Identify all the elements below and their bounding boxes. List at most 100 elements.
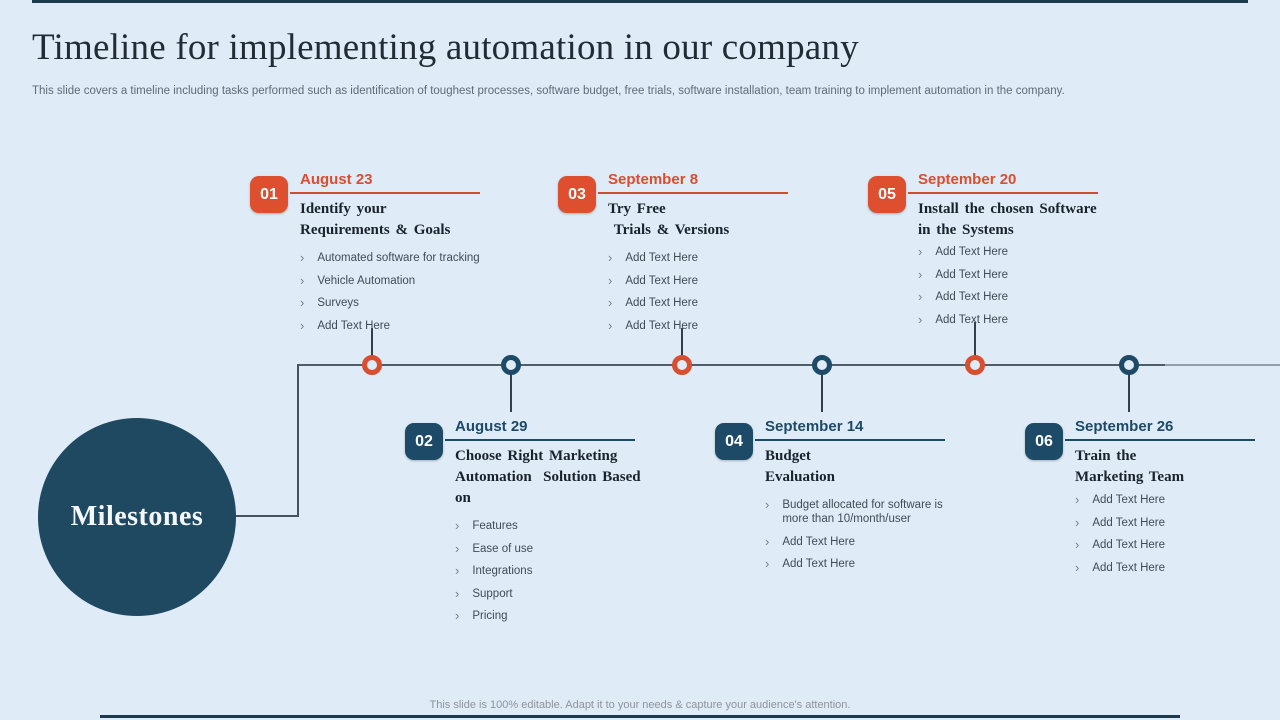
bullet-item: › Integrations	[455, 564, 650, 578]
heading-line: Try Free	[608, 201, 666, 217]
hub-label: Milestones	[70, 501, 204, 532]
hub-connector-horizontal	[236, 515, 299, 517]
bullet-list: ›Add Text Here ›Add Text Here ›Add Text …	[1075, 493, 1270, 575]
chevron-icon: ›	[300, 317, 305, 333]
milestone-heading: Train the Marketing Team	[1075, 446, 1270, 488]
milestone-number-badge: 01	[250, 176, 288, 213]
heading-line: Identify your	[300, 201, 387, 217]
milestone-heading: Choose Right Marketing Automation Soluti…	[455, 446, 650, 509]
bullet-text: Add Text Here	[625, 274, 699, 287]
bullet-text: Add Text Here	[625, 252, 699, 264]
milestone-number-badge: 02	[405, 423, 443, 460]
bullet-text: Features	[472, 520, 518, 532]
bullet-item: ›Add Text Here	[1075, 561, 1270, 575]
bullet-item: ›Add Text Here	[608, 274, 803, 288]
timeline-stem	[681, 328, 683, 357]
milestone-date: August 23	[290, 171, 480, 194]
bullet-text: Add Text Here	[625, 319, 699, 332]
milestone-card-02: 02 August 29 Choose Right Marketing Auto…	[405, 418, 650, 632]
milestone-heading: Install the chosen Software in the Syste…	[918, 199, 1113, 241]
chevron-icon: ›	[918, 289, 923, 304]
bullet-list: ›Add Text Here ›Add Text Here ›Add Text …	[608, 251, 803, 333]
milestone-card-04: 04 September 14 Budget Evaluation ›Budge…	[715, 418, 960, 580]
timeline-stem	[821, 374, 823, 412]
chevron-icon: ›	[765, 533, 770, 549]
bullet-item: › Add Text Here	[765, 557, 960, 571]
bullet-text: Add Text Here	[625, 297, 699, 309]
chevron-icon: ›	[918, 266, 923, 282]
bullet-text: Automated software for tracking	[317, 252, 480, 264]
chevron-icon: ›	[608, 295, 613, 310]
bullet-item: ›Surveys	[300, 296, 495, 310]
bullet-item: ›Add Text Here	[608, 319, 803, 333]
milestone-date: August 29	[445, 418, 635, 441]
timeline-line-tail	[1165, 364, 1280, 366]
bullet-item: › Add Text Here	[765, 535, 960, 549]
bullet-item: › Add Text Here	[918, 290, 1113, 304]
milestone-date: September 26	[1065, 418, 1255, 441]
timeline-stem	[371, 328, 373, 357]
milestone-number-badge: 05	[868, 176, 906, 213]
milestone-date: September 14	[755, 418, 945, 441]
footer-note: This slide is 100% editable. Adapt it to…	[429, 699, 851, 711]
milestone-heading: Budget Evaluation	[765, 446, 960, 488]
timeline-stem	[1128, 374, 1130, 412]
chevron-icon: ›	[455, 608, 460, 623]
bullet-item: ›Add Text Here	[918, 313, 1113, 327]
bullet-item: › Add Text Here	[608, 251, 803, 265]
chevron-icon: ›	[455, 518, 460, 533]
bullet-text: Add Text Here	[782, 558, 856, 570]
chevron-icon: ›	[300, 250, 305, 265]
milestone-date: September 20	[908, 171, 1098, 194]
heading-line: Trials & Versions	[608, 222, 730, 238]
bullet-item: ›Pricing	[455, 609, 650, 623]
heading-line: Choose Right Marketing	[455, 448, 618, 464]
top-border-line	[32, 0, 1248, 3]
bullet-text: Add Text Here	[1092, 494, 1166, 506]
heading-line: Train the	[1075, 448, 1137, 464]
chevron-icon: ›	[455, 563, 460, 578]
chevron-icon: ›	[765, 556, 770, 571]
milestone-date: September 8	[598, 171, 788, 194]
bullet-item: ›Add Text Here	[1075, 516, 1270, 530]
bullet-text: Add Text Here	[935, 313, 1009, 326]
bullet-text: Vehicle Automation	[317, 274, 416, 287]
milestones-hub-circle: Milestones	[38, 418, 236, 616]
chevron-icon: ›	[1075, 559, 1080, 575]
bullet-text: Add Text Here	[317, 319, 391, 332]
chevron-icon: ›	[300, 272, 305, 288]
chevron-icon: ›	[1075, 537, 1080, 552]
milestone-heading: Identify your Requirements & Goals	[300, 199, 495, 241]
bullet-text: Add Text Here	[782, 535, 856, 548]
bullet-text: Add Text Here	[935, 291, 1009, 303]
timeline-dot	[672, 355, 692, 375]
bullet-item: › Add Text Here	[300, 319, 495, 333]
bullet-list: ›Add Text Here ›Add Text Here ›Add Text …	[918, 245, 1113, 327]
milestone-card-06: 06 September 26 Train the Marketing Team…	[1025, 418, 1270, 583]
heading-line: Budget	[765, 448, 811, 464]
chevron-icon: ›	[608, 250, 613, 265]
timeline-stem	[510, 374, 512, 412]
heading-line: Evaluation	[765, 469, 836, 485]
slide-title: Timeline for implementing automation in …	[32, 27, 859, 68]
bullet-item: ›Ease of use	[455, 542, 650, 556]
chevron-icon: ›	[455, 540, 460, 556]
bullet-text: Surveys	[317, 297, 359, 309]
bullet-text: Integrations	[472, 565, 533, 577]
bullet-item: › Automated software for tracking	[300, 251, 495, 265]
chevron-icon: ›	[918, 244, 923, 259]
timeline-line	[297, 364, 1280, 366]
heading-line: Marketing Team	[1075, 469, 1185, 485]
bullet-item: ›Support	[455, 587, 650, 601]
chevron-icon: ›	[1075, 492, 1080, 507]
heading-line: Install the chosen Software	[918, 201, 1097, 217]
bullet-item: ›Budget allocated for software is more t…	[765, 498, 960, 526]
chevron-icon: ›	[1075, 514, 1080, 530]
bullet-list: › Automated software for tracking › Vehicl…	[300, 251, 495, 333]
bullet-item: › Add Text Here	[608, 296, 803, 310]
bullet-item: ›Add Text Here	[918, 245, 1113, 259]
bullet-item: › Add Text Here	[1075, 538, 1270, 552]
hub-connector-vertical	[297, 364, 299, 517]
milestone-card-01: 01 August 23 Identify your Requirements …	[250, 171, 495, 341]
bullet-text: Add Text Here	[1092, 539, 1166, 551]
